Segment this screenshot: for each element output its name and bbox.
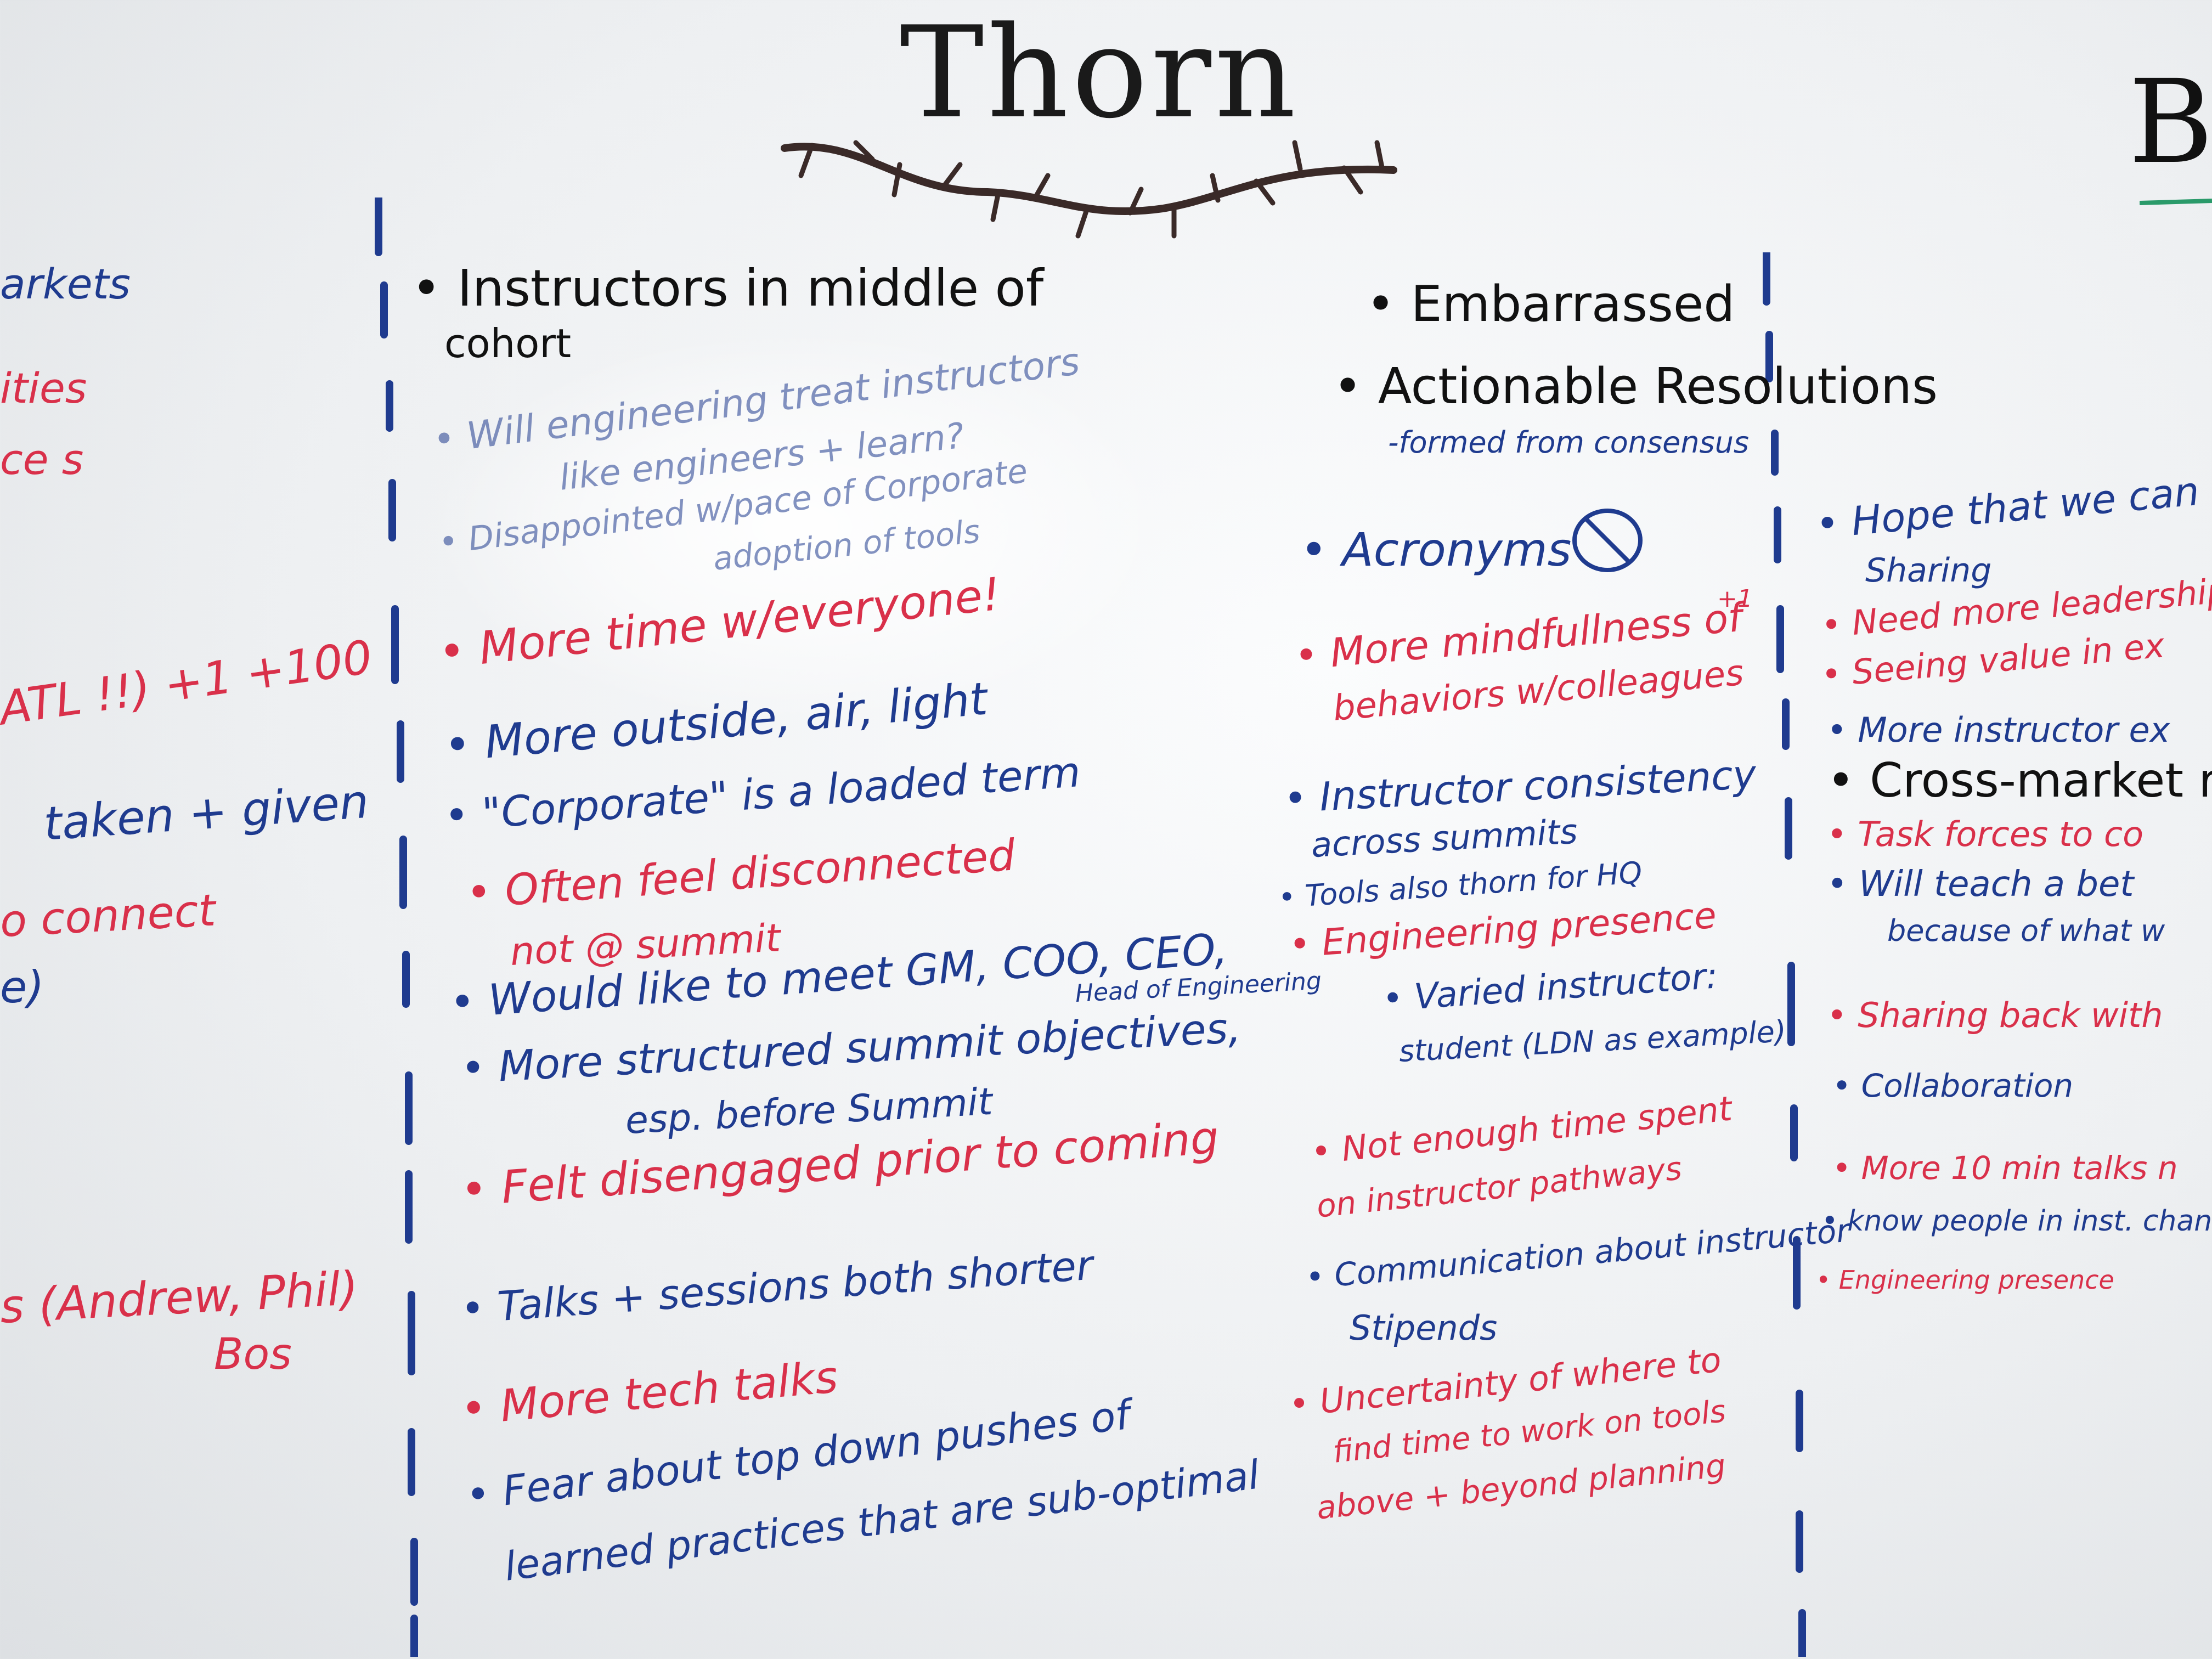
- left-fragment: arkets: [0, 259, 131, 308]
- col1-note: • More structured summit objectives,: [459, 1003, 1243, 1093]
- col3-note: • Cross-market re: [1827, 753, 2212, 808]
- left-fragment: ATL !!) +1 +100: [0, 630, 376, 736]
- right-edge-letter: B: [2129, 55, 2212, 189]
- col3-note: because of what w: [1887, 913, 2165, 948]
- col1-note: • More tech talks: [458, 1351, 840, 1435]
- col1-note: • Talks + sessions both shorter: [459, 1242, 1094, 1333]
- col3-note: • More 10 min talks n: [1832, 1149, 2178, 1187]
- col3-note: • know people in inst. chan: [1821, 1205, 2212, 1238]
- col2-note: -formed from consensus: [1388, 425, 1750, 460]
- col3-note: • Collaboration: [1832, 1067, 2074, 1104]
- col1-note: • More outside, air, light: [442, 673, 990, 772]
- col2-note: • Varied instructor:: [1381, 956, 1719, 1020]
- col1-note: • More time w/everyone!: [436, 568, 1003, 679]
- col2-note: • Acronyms: [1300, 523, 1572, 577]
- col2-note: +1: [1717, 585, 1753, 613]
- left-fragment: taken + given: [42, 774, 371, 851]
- col2-note: • Instructor consistency: [1282, 751, 1758, 822]
- col3-note: • Will teach a bet: [1827, 864, 2134, 905]
- left-fragment: ities: [0, 364, 87, 413]
- col1-note: • Instructors in middle of: [411, 259, 1044, 318]
- col3-note: • More instructor ex: [1827, 710, 2170, 750]
- divider-left: [375, 198, 418, 1657]
- left-fragment: Bos: [214, 1330, 292, 1379]
- col1-note: • Often feel disconnected: [464, 831, 1017, 918]
- left-fragment: o connect: [0, 884, 217, 947]
- col3-note: • Sharing back with: [1827, 995, 2163, 1035]
- col3-note: • Hope that we can: [1814, 468, 2201, 548]
- left-fragment: s (Andrew, Phil): [0, 1261, 360, 1334]
- col3-note: • Task forces to co: [1827, 814, 2144, 854]
- col1-note: cohort: [444, 320, 572, 366]
- col3-note: • Engineering presence: [1816, 1265, 2114, 1295]
- col2-note: • Embarrassed: [1366, 275, 1735, 333]
- divider-right: [1763, 252, 1806, 1657]
- col2-note: across summits: [1310, 811, 1579, 865]
- col2-note: • Actionable Resolutions: [1333, 358, 1938, 415]
- underline-mark: [2140, 199, 2212, 205]
- left-fragment: ce s: [0, 435, 84, 484]
- col2-note: Stipends: [1350, 1308, 1498, 1348]
- left-fragment: e): [0, 962, 44, 1013]
- thorn-vine-drawing: [781, 140, 1397, 239]
- col2-note: student (LDN as example): [1398, 1014, 1787, 1069]
- col1-note: adoption of tools: [711, 512, 982, 578]
- board-title: Thorn: [900, 0, 1300, 146]
- col3-note: Sharing: [1865, 551, 1992, 590]
- no-symbol-icon: [1572, 509, 1643, 572]
